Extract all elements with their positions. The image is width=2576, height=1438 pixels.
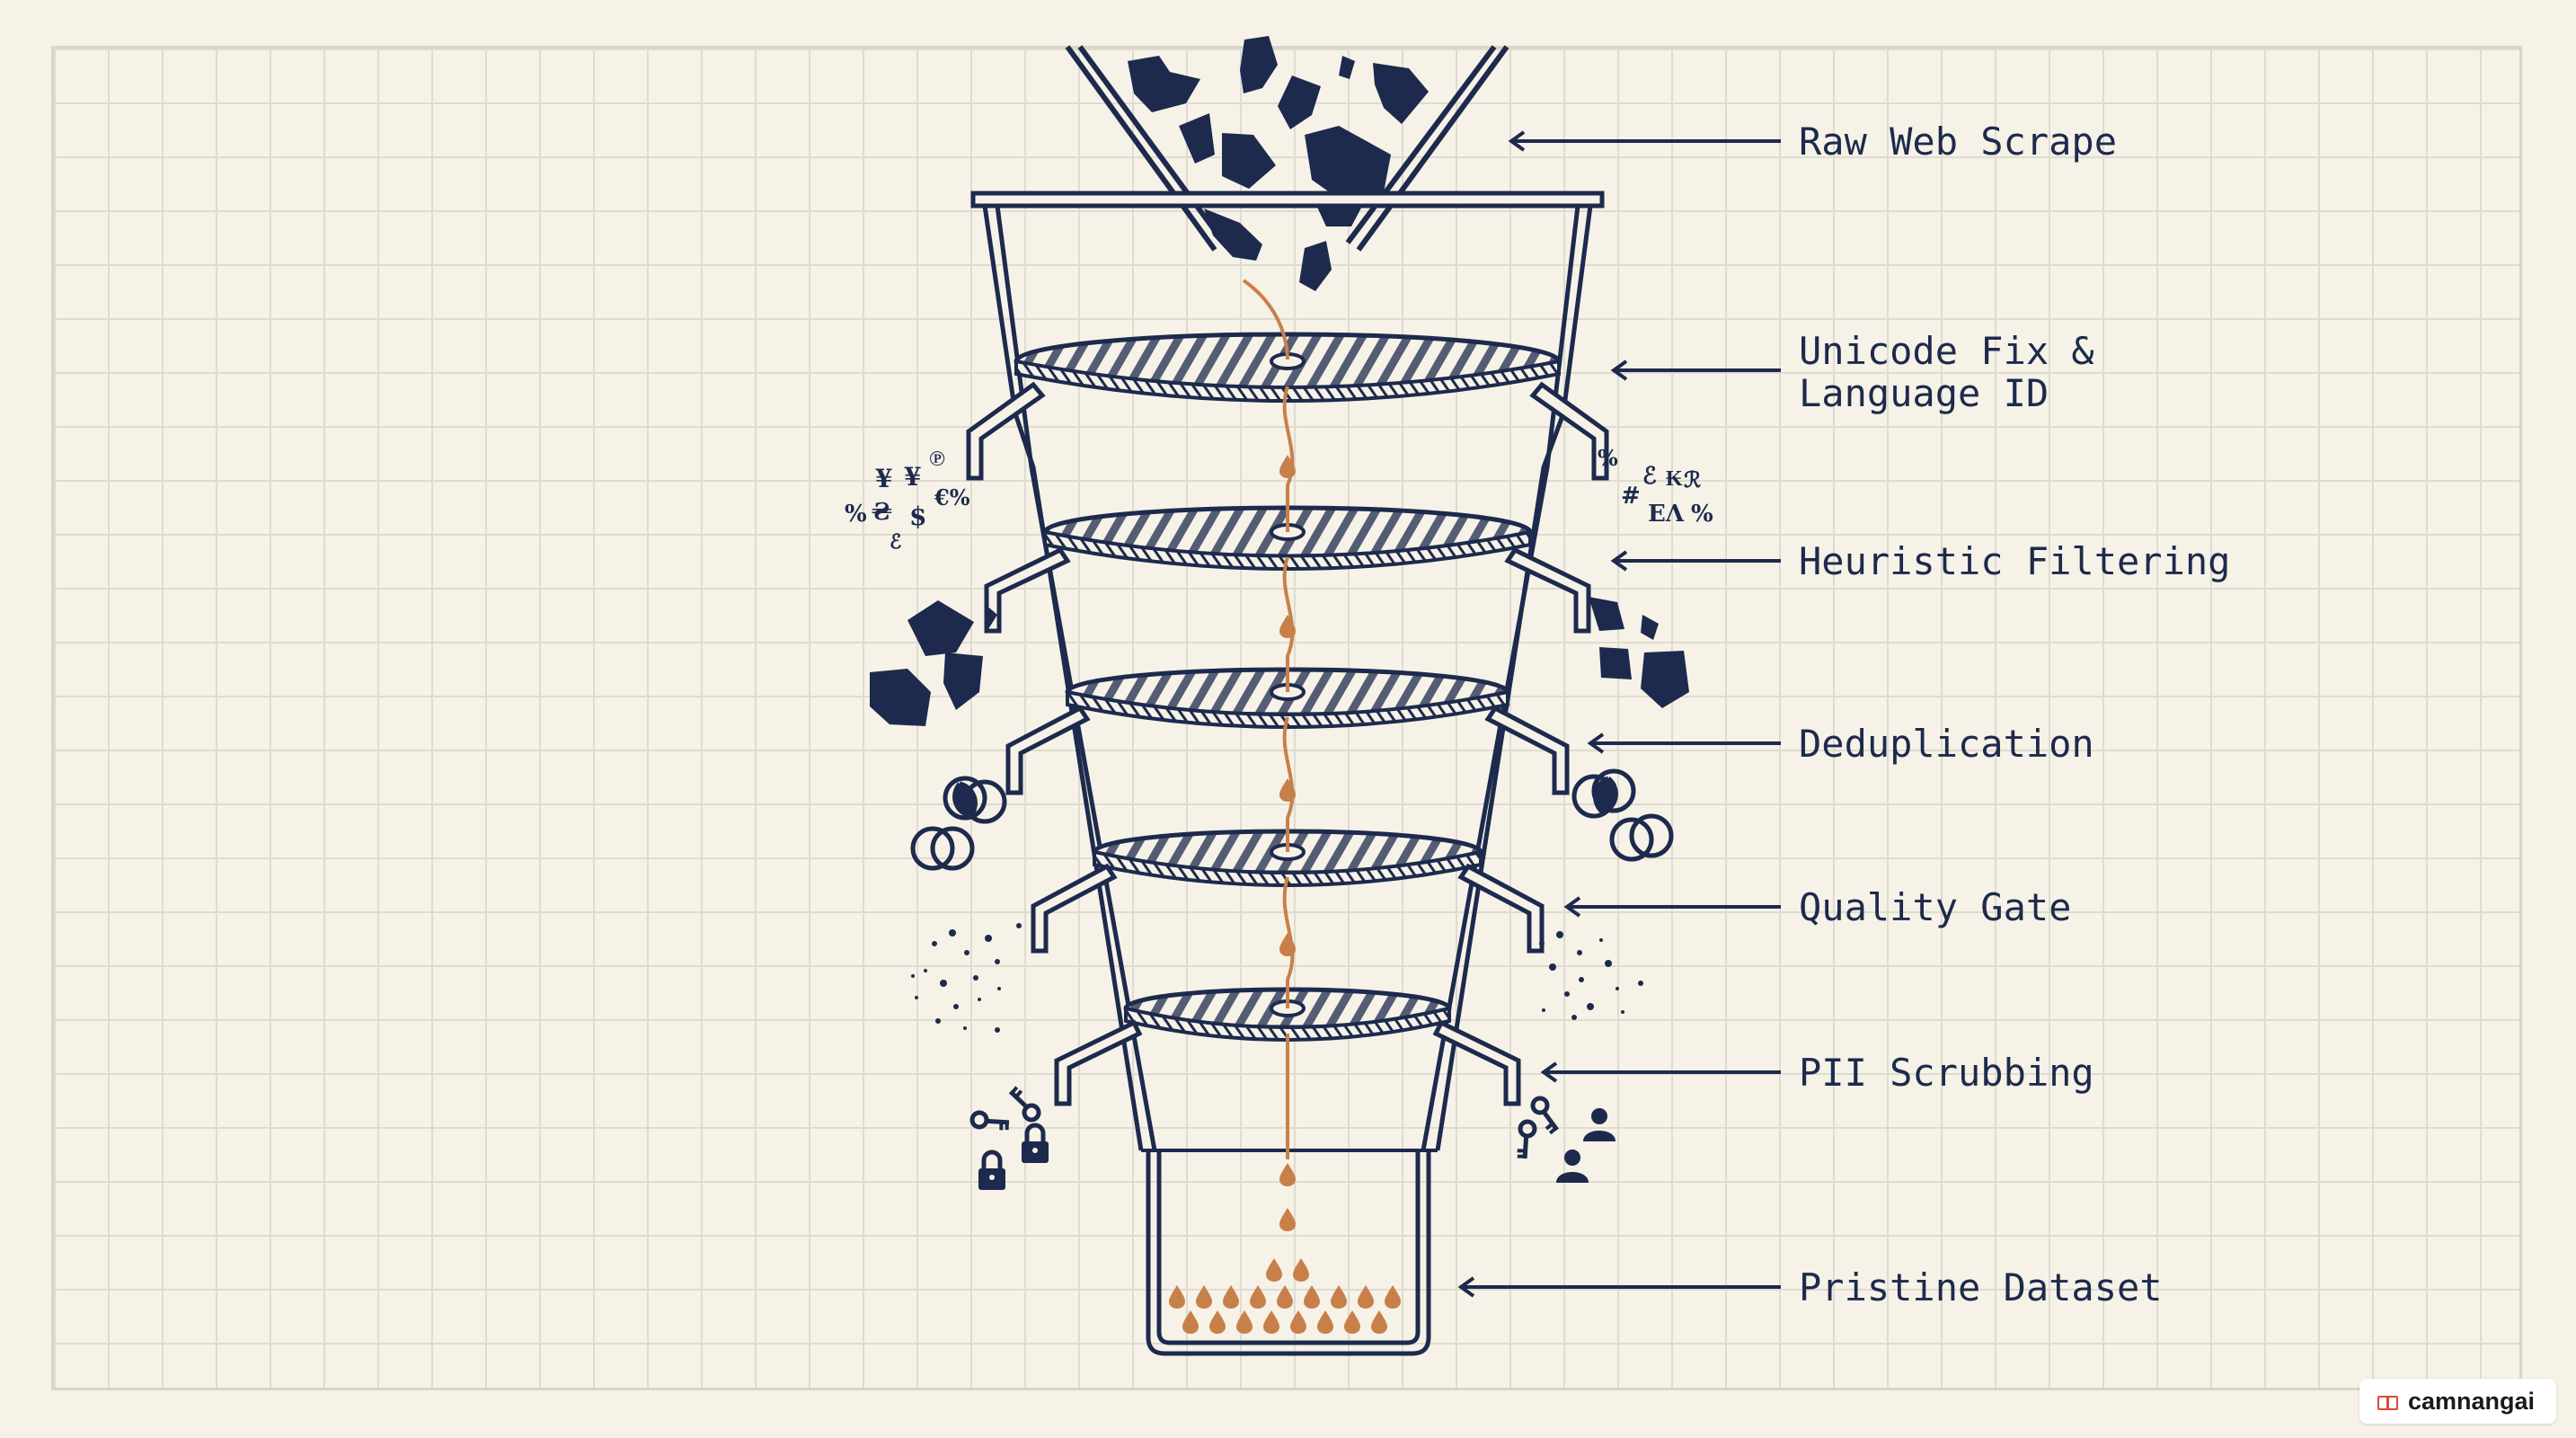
clean-flow-stream [1242, 279, 1295, 1159]
glyph-right-2: ℰ [1642, 463, 1657, 490]
stage-label-pii-scrubbing: PII Scrubbing [1799, 1051, 2094, 1095]
pristine-droplet-pile [1169, 1258, 1401, 1334]
glyph-left-5: ₴ [872, 499, 892, 526]
glyph-left-2: ¥ [904, 462, 921, 492]
stage-label-pristine-dataset: Pristine Dataset [1799, 1265, 2163, 1309]
input-hopper [1065, 45, 1509, 252]
glyph-right-5: # [1621, 483, 1641, 510]
glyph-left-1: ¥ [875, 464, 892, 493]
stage-label-heuristic-filtering: Heuristic Filtering [1799, 539, 2231, 583]
discharge-chutes [966, 381, 1609, 1106]
glyph-right-4: ℛ [1684, 466, 1701, 493]
glyph-left-7: $ [909, 502, 926, 531]
glyph-right-6: ΕΛ [1648, 501, 1685, 528]
glyph-left-8: ℰ [890, 530, 901, 554]
stage-label-raw-web-scrape: Raw Web Scrape [1799, 120, 2118, 164]
funnel-rim [970, 191, 1605, 209]
rejected-duplicates [910, 768, 1674, 871]
rejected-noise [911, 923, 1643, 1033]
raw-chunks [1128, 36, 1429, 291]
glyph-right-7: % [1691, 501, 1713, 528]
stage-label-deduplication: Deduplication [1799, 722, 2094, 766]
rejected-glyphs: ¥ ¥ ℗ % ₴ €% $ ℰ % ℰ ₭ ℛ # ΕΛ % [845, 445, 1713, 554]
collection-vessel [1146, 1152, 1431, 1356]
rejected-chunks [870, 597, 1689, 726]
stage-label-quality-gate: Quality Gate [1799, 885, 2072, 929]
glyph-left-6: €% [934, 484, 970, 510]
watermark-text: camnangai [2407, 1387, 2535, 1415]
glyph-left-3: ℗ [929, 445, 945, 471]
watermark-badge: camnangai [2359, 1379, 2556, 1424]
book-icon [2377, 1394, 2398, 1410]
leader-arrows [1457, 130, 1781, 1298]
glyph-right-1: % [1598, 445, 1618, 471]
glyph-left-4: % [845, 501, 867, 528]
stage-label-unicode-language: Unicode Fix & Language ID [1799, 329, 2094, 415]
sieve-tray-5 [1123, 987, 1452, 1042]
glyph-right-3: ₭ [1666, 465, 1683, 491]
